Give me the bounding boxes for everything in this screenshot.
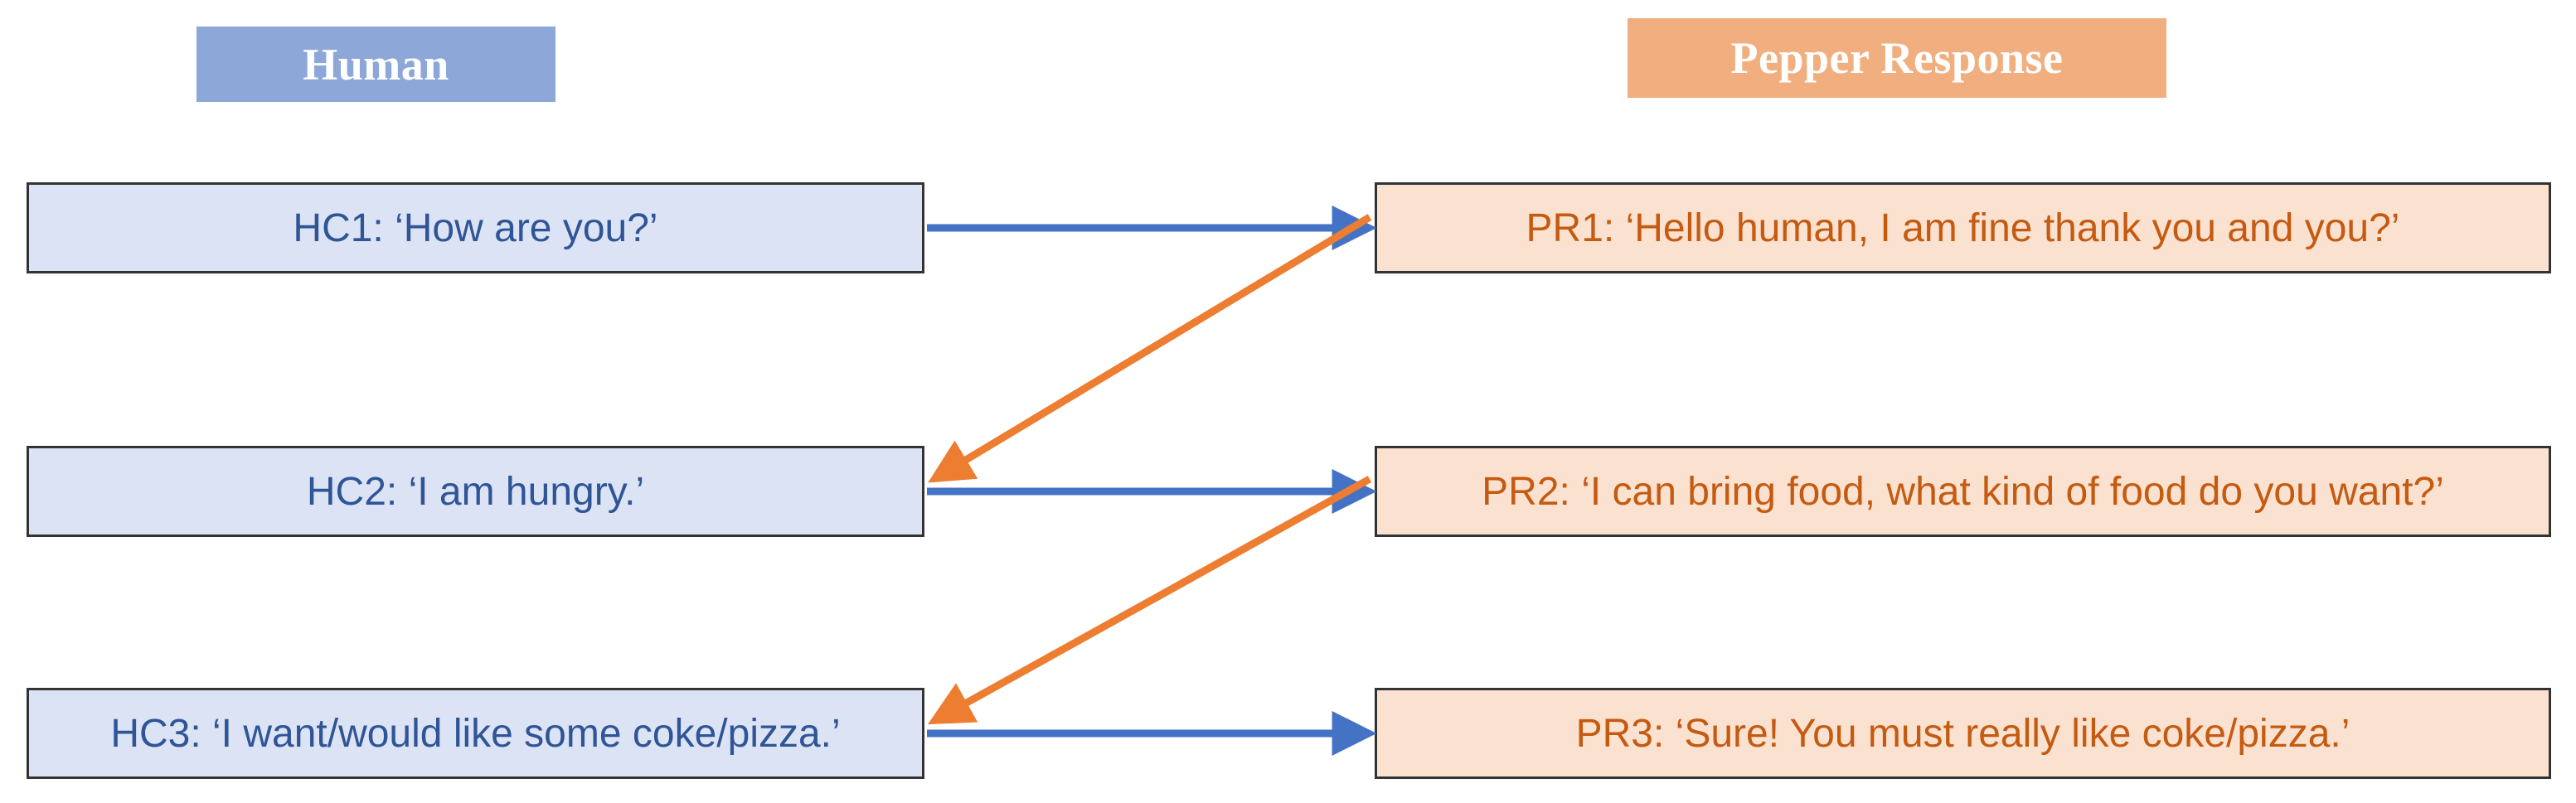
- human-turn-hc1: HC1: ‘How are you?’: [27, 182, 924, 273]
- pepper-turn-pr1: PR1: ‘Hello human, I am fine thank you a…: [1375, 182, 2551, 273]
- arrow-pr1-to-hc2: [928, 214, 1372, 483]
- pepper-turn-pr2: PR2: ‘I can bring food, what kind of foo…: [1375, 446, 2551, 537]
- column-header-human: Human: [196, 27, 555, 102]
- human-turn-hc2: HC2: ‘I am hungry.’: [27, 446, 924, 537]
- pepper-turn-pr3: PR3: ‘Sure! You must really like coke/pi…: [1375, 688, 2551, 779]
- column-header-pepper: Pepper Response: [1628, 18, 2166, 98]
- human-turn-hc3: HC3: ‘I want/would like some coke/pizza.…: [27, 688, 924, 779]
- arrow-pr2-to-hc3: [927, 476, 1372, 725]
